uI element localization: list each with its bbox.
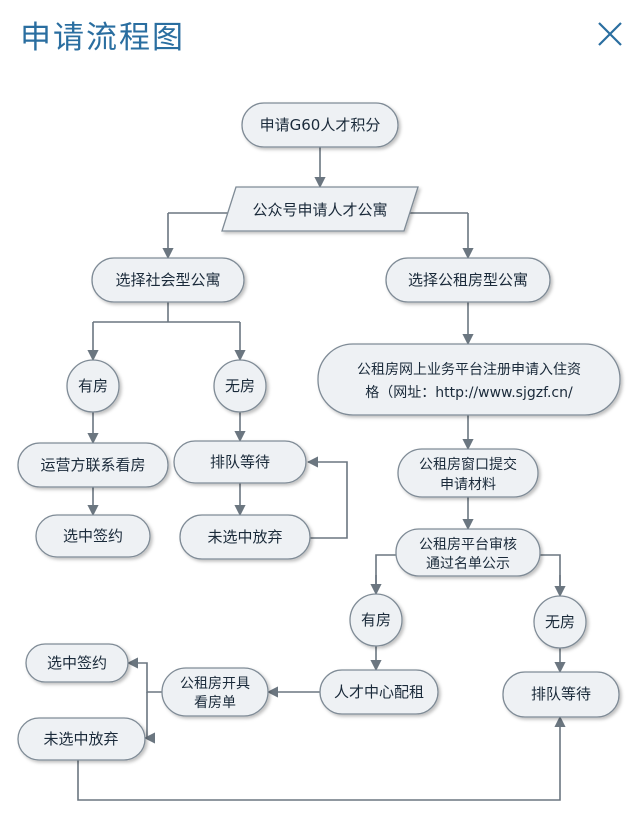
node-bottom-sign — [25, 643, 129, 683]
edges — [77, 147, 566, 801]
node-talent-center — [319, 669, 439, 715]
node-apply-points — [241, 102, 399, 148]
page-title: 申请流程图 — [20, 20, 185, 56]
node-submit-line1: 公租房窗口提交 — [419, 456, 517, 473]
node-left-sign-label: 选中签约 — [63, 527, 123, 545]
node-left-queue — [173, 440, 307, 484]
edge-abandon-loop — [306, 456, 348, 539]
node-right-no-room-label: 无房 — [545, 613, 575, 631]
node-review-line1: 公租房平台审核 — [419, 537, 517, 553]
node-operator-contact-label: 运营方联系看房 — [40, 456, 145, 474]
node-left-abandon-label: 未选中放弃 — [207, 528, 282, 546]
node-right-queue — [502, 671, 620, 718]
node-viewing-order — [161, 667, 269, 717]
node-public-apt-label: 选择公租房型公寓 — [408, 271, 528, 289]
node-social-apt — [91, 257, 245, 303]
node-right-has-room-label: 有房 — [361, 611, 391, 629]
header: 申请流程图 — [0, 0, 640, 64]
close-icon[interactable] — [596, 20, 624, 48]
node-apply-wechat — [221, 186, 419, 232]
node-viewing-line1: 公租房开具 — [180, 676, 250, 692]
node-submit-line2: 申请材料 — [440, 477, 496, 493]
edge-viewing-to-abandon — [143, 692, 156, 744]
node-apply-points-label: 申请G60人才积分 — [260, 116, 381, 134]
node-left-has-room-label: 有房 — [78, 377, 108, 395]
node-left-queue-label: 排队等待 — [210, 453, 270, 471]
node-bottom-sign-label: 选中签约 — [47, 654, 107, 672]
node-bottom-abandon — [17, 717, 146, 761]
nodes: 申请G60人才积分 公众号申请人才公寓 选择社会型公寓 选择公租房型公寓 有房 … — [17, 102, 621, 761]
edge-abandon-to-right-queue — [77, 715, 566, 801]
node-bottom-abandon-label: 未选中放弃 — [43, 730, 118, 748]
node-left-abandon — [179, 514, 311, 560]
node-left-has-room — [66, 359, 120, 413]
node-register — [317, 343, 621, 416]
node-social-apt-label: 选择社会型公寓 — [115, 271, 220, 289]
node-review-line2: 通过名单公示 — [426, 556, 510, 572]
node-left-sign — [35, 514, 151, 558]
node-review — [395, 528, 541, 577]
node-right-queue-label: 排队等待 — [531, 685, 591, 703]
node-talent-center-label: 人才中心配租 — [334, 683, 424, 701]
node-right-no-room — [533, 595, 587, 649]
node-register-line1: 公租房网上业务平台注册申请入住资 — [357, 362, 581, 378]
node-operator-contact — [17, 442, 169, 488]
edge-viewing-to-sign — [126, 657, 162, 693]
node-left-no-room-label: 无房 — [225, 377, 255, 395]
node-register-line2: 格（网址：http://www.sjgzf.cn/ — [365, 385, 573, 401]
node-public-apt — [385, 257, 551, 303]
edge-social-split — [93, 302, 240, 323]
node-apply-wechat-label: 公众号申请人才公寓 — [252, 201, 387, 219]
node-right-has-room — [349, 593, 403, 647]
node-submit — [397, 448, 539, 498]
node-viewing-line2: 看房单 — [194, 695, 236, 711]
node-left-no-room — [213, 359, 267, 413]
